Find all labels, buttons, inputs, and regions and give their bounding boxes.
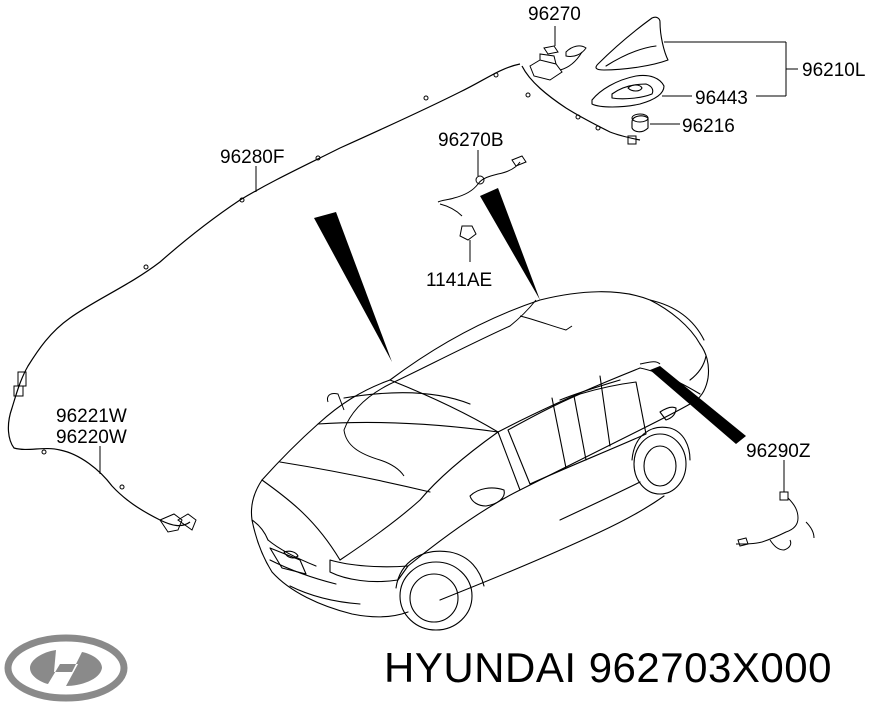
label-96270B: 96270B [438, 130, 504, 151]
shark-fin-antenna [591, 16, 798, 133]
label-1141AE: 1141AE [426, 270, 492, 291]
label-96290Z: 96290Z [746, 441, 811, 462]
label-96280F: 96280F [220, 147, 284, 168]
label-96216: 96216 [682, 116, 735, 137]
hyundai-logo-icon [4, 634, 128, 702]
car-illustration [250, 291, 710, 631]
label-96210L: 96210L [802, 60, 865, 81]
label-96270: 96270 [528, 4, 581, 25]
footer-brand-line: HYUNDAI 962703X000 [384, 638, 832, 698]
label-96221W: 96221W [56, 406, 127, 427]
label-96443: 96443 [695, 88, 748, 109]
indicator-wedges [314, 188, 746, 444]
brand-name: HYUNDAI [384, 644, 577, 691]
cable-96270B [437, 150, 527, 262]
harness-96290Z [735, 460, 815, 551]
part-number: 962703X000 [588, 644, 832, 691]
label-96220W: 96220W [56, 427, 127, 448]
feeder-cable-96280F [7, 63, 641, 533]
connector-96270 [529, 26, 587, 81]
